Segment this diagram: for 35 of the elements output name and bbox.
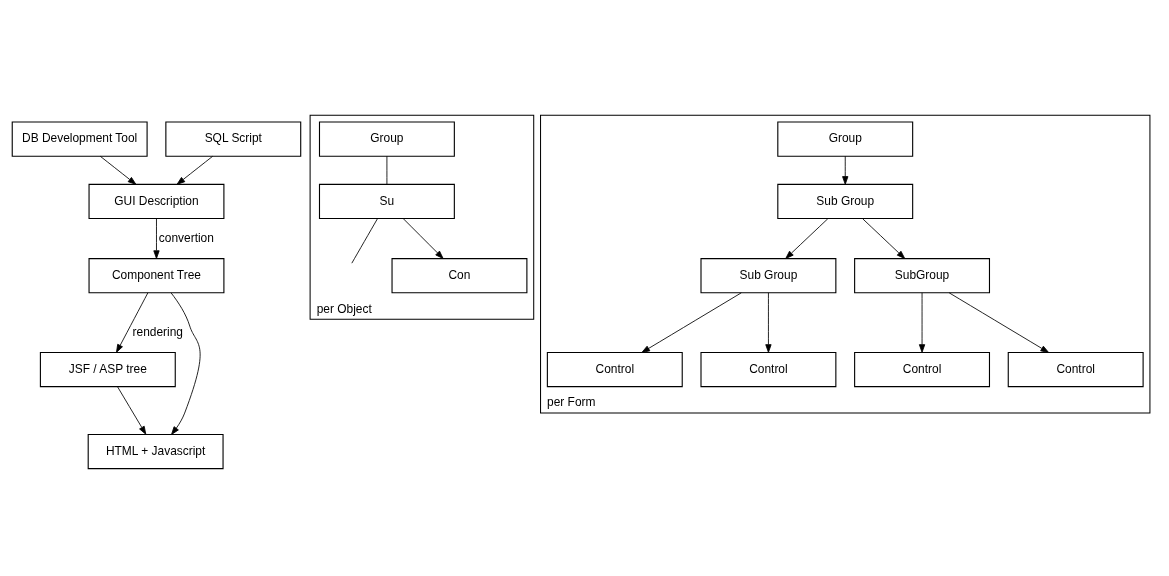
arrow bbox=[99, 155, 137, 185]
node-box: JSF / ASP tree bbox=[39, 351, 176, 387]
node-box: Control bbox=[854, 351, 991, 387]
arrow bbox=[918, 291, 926, 353]
node-box: DB Development Tool bbox=[11, 121, 148, 157]
arrow bbox=[765, 291, 772, 353]
arrow bbox=[641, 291, 742, 353]
node-box: Sub Group bbox=[700, 257, 837, 293]
arrow bbox=[948, 291, 1049, 353]
arrow bbox=[842, 155, 849, 185]
node-box: Control bbox=[1007, 351, 1144, 387]
node-box: SubGroup bbox=[854, 257, 991, 293]
connector bbox=[351, 217, 378, 264]
arrow bbox=[116, 291, 149, 353]
node-box: HTML + Javascript bbox=[87, 433, 224, 469]
arrow bbox=[176, 155, 214, 185]
edge-label: rendering bbox=[132, 324, 183, 339]
node-box: SQL Script bbox=[165, 121, 302, 157]
node-box: Con bbox=[391, 257, 528, 293]
arrow bbox=[402, 217, 444, 259]
node-box: Sub Group bbox=[777, 183, 914, 219]
node-box: Component Tree bbox=[88, 257, 225, 293]
arrow bbox=[170, 291, 201, 435]
node-box: GUI Description bbox=[88, 183, 225, 219]
node-box: Group bbox=[318, 121, 455, 157]
arrow bbox=[862, 217, 906, 259]
connector bbox=[386, 155, 388, 185]
node-box: Group bbox=[777, 121, 914, 157]
arrow bbox=[117, 385, 147, 435]
node-box: Su bbox=[318, 183, 455, 219]
arrow bbox=[785, 217, 829, 259]
node-box: Control bbox=[700, 351, 837, 387]
edge-label: convertion bbox=[158, 230, 214, 245]
node-box: Control bbox=[546, 351, 683, 387]
arrow bbox=[153, 217, 160, 259]
